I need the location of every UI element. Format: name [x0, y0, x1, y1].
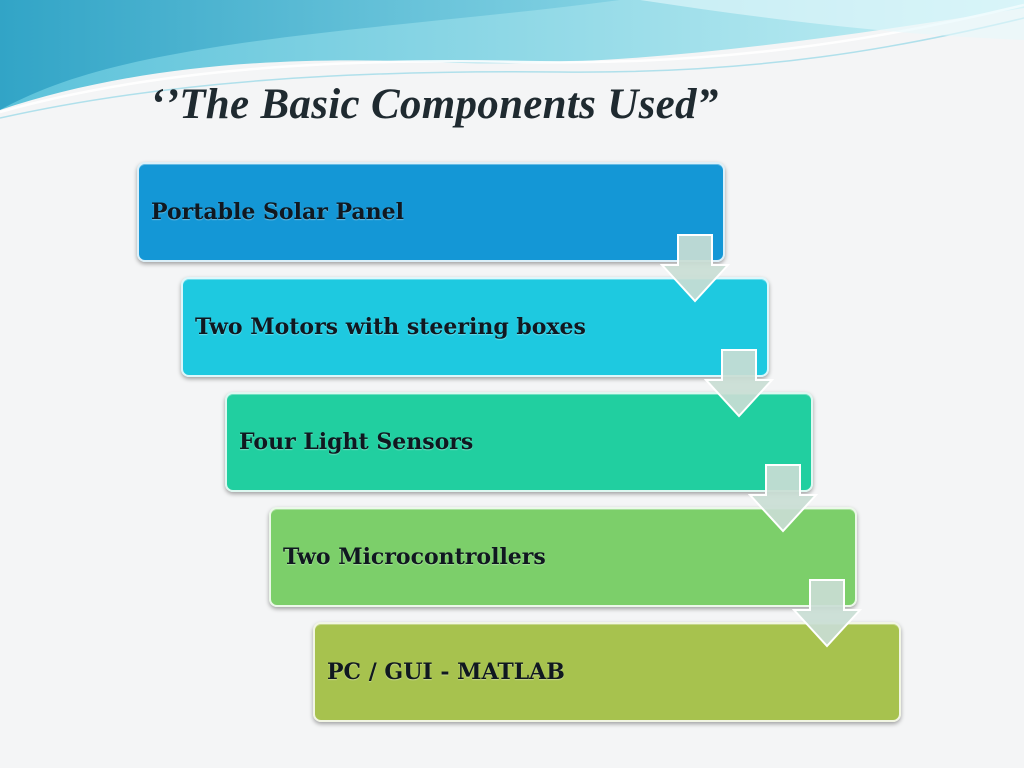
down-arrow-icon [660, 234, 730, 303]
down-arrow-icon [792, 579, 862, 648]
flow-step-4: Two Microcontrollers [269, 507, 857, 607]
flow-step-label: Two Microcontrollers [283, 544, 546, 570]
slide-title: ‘’The Basic Components Used” [150, 81, 719, 128]
down-arrow-icon [748, 464, 818, 533]
header-wave-decoration [0, 0, 1024, 119]
flow-step-label: Portable Solar Panel [151, 199, 405, 225]
flow-step-label: PC / GUI - MATLAB [327, 659, 565, 685]
down-arrow-icon [704, 349, 774, 418]
flow-step-3: Four Light Sensors [225, 392, 813, 492]
flow-step-1: Portable Solar Panel [137, 162, 725, 262]
flow-step-label: Two Motors with steering boxes [195, 314, 586, 340]
flow-step-label: Four Light Sensors [239, 429, 474, 455]
flow-step-5: PC / GUI - MATLAB [313, 622, 901, 722]
flow-step-2: Two Motors with steering boxes [181, 277, 769, 377]
